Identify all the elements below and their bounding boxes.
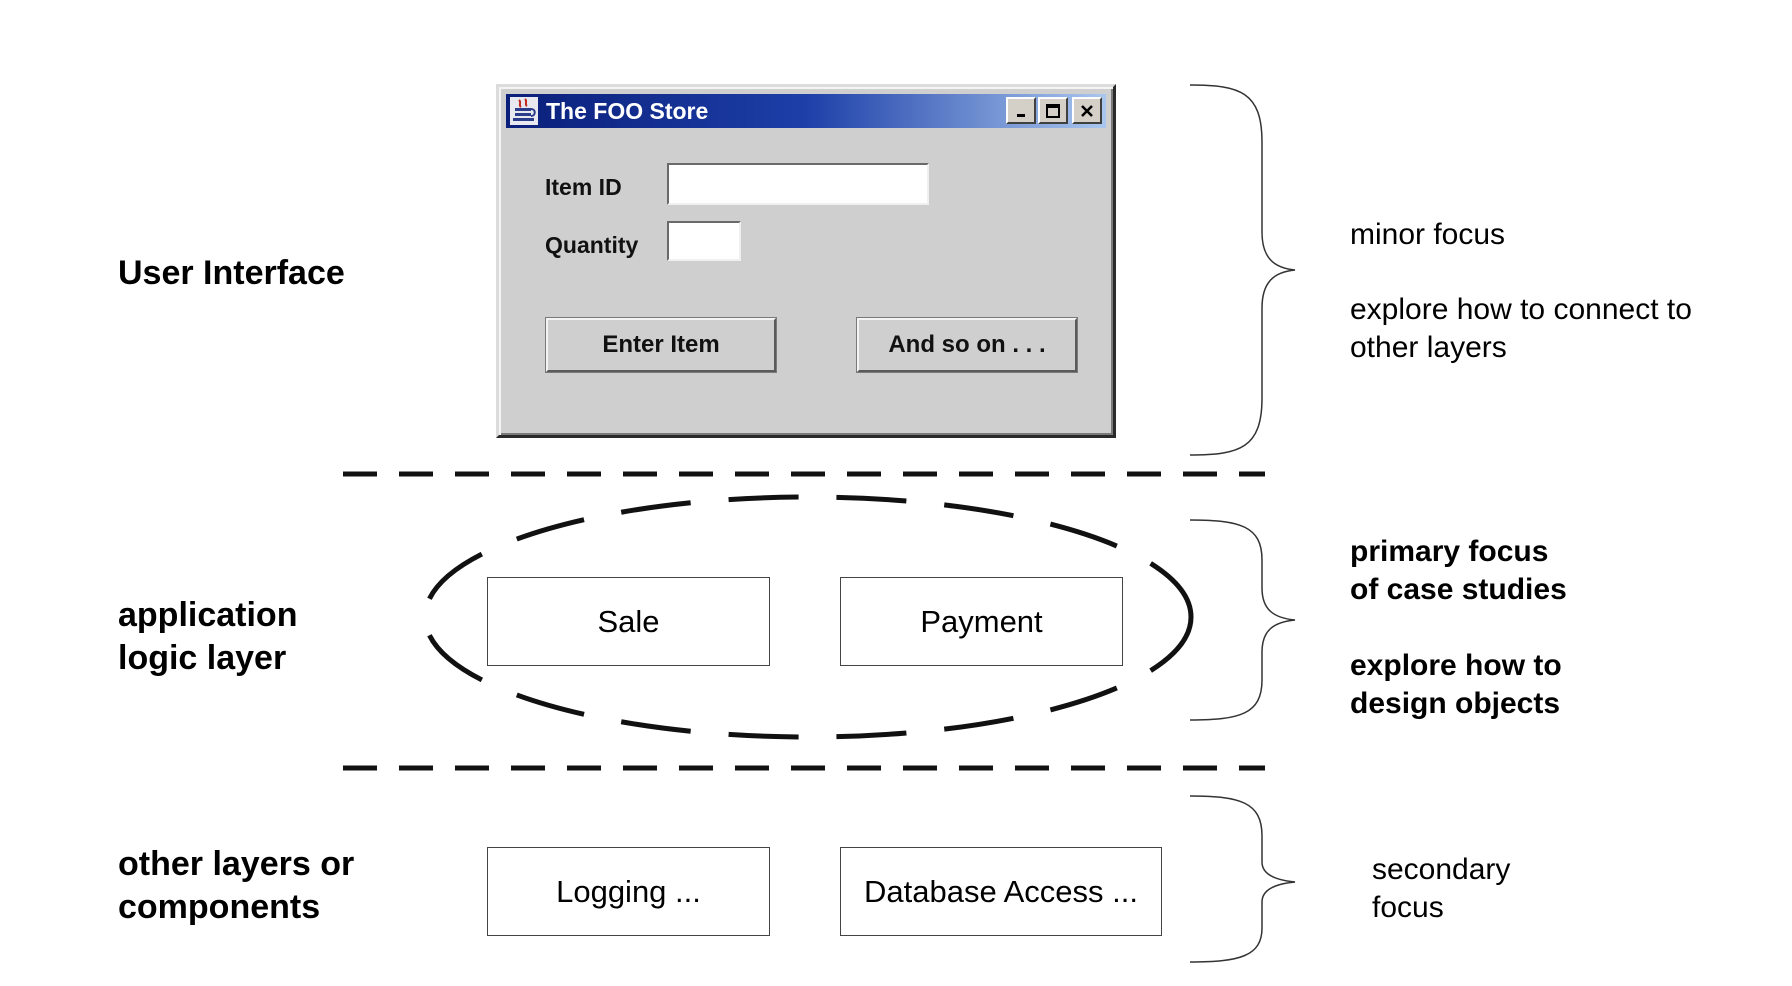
note-app-focus: primary focus of case studies xyxy=(1350,535,1567,606)
quantity-input[interactable] xyxy=(667,221,741,261)
note-ui-focus: minor focus xyxy=(1350,218,1506,251)
payment-box: Payment xyxy=(840,577,1123,666)
item-id-input[interactable] xyxy=(667,163,929,205)
layer-label-other-layers: other layers or components xyxy=(118,845,355,926)
quantity-label: Quantity xyxy=(545,232,639,258)
layer-label-user-interface: User Interface xyxy=(118,254,345,292)
brace-ui xyxy=(1189,84,1296,456)
close-icon xyxy=(1081,104,1093,117)
sale-box: Sale xyxy=(487,577,770,666)
logging-box: Logging ... xyxy=(487,847,770,936)
note-app-detail: explore how to design objects xyxy=(1350,649,1562,720)
minimize-icon xyxy=(1017,113,1025,117)
note-ui-detail: explore how to connect to other layers xyxy=(1350,293,1692,364)
window-titlebar[interactable]: The FOO Store xyxy=(506,94,1106,128)
close-button[interactable] xyxy=(1072,97,1102,124)
window-title: The FOO Store xyxy=(546,98,709,124)
layer-label-application-logic: application logic layer xyxy=(118,596,298,677)
maximize-icon xyxy=(1046,103,1060,118)
java-cup-icon xyxy=(510,97,538,125)
brace-app xyxy=(1189,519,1296,721)
brace-other xyxy=(1189,795,1296,963)
database-access-box: Database Access ... xyxy=(840,847,1162,936)
enter-item-button[interactable]: Enter Item xyxy=(546,318,776,372)
foo-store-window: The FOO Store Item ID Quantity Enter Ite… xyxy=(496,84,1116,438)
item-id-label: Item ID xyxy=(545,174,622,200)
maximize-button[interactable] xyxy=(1038,97,1068,124)
minimize-button[interactable] xyxy=(1006,97,1036,124)
and-so-on-button[interactable]: And so on . . . xyxy=(857,318,1077,372)
note-other-focus: secondary focus xyxy=(1372,853,1511,924)
application-logic-ellipse xyxy=(422,494,1194,740)
